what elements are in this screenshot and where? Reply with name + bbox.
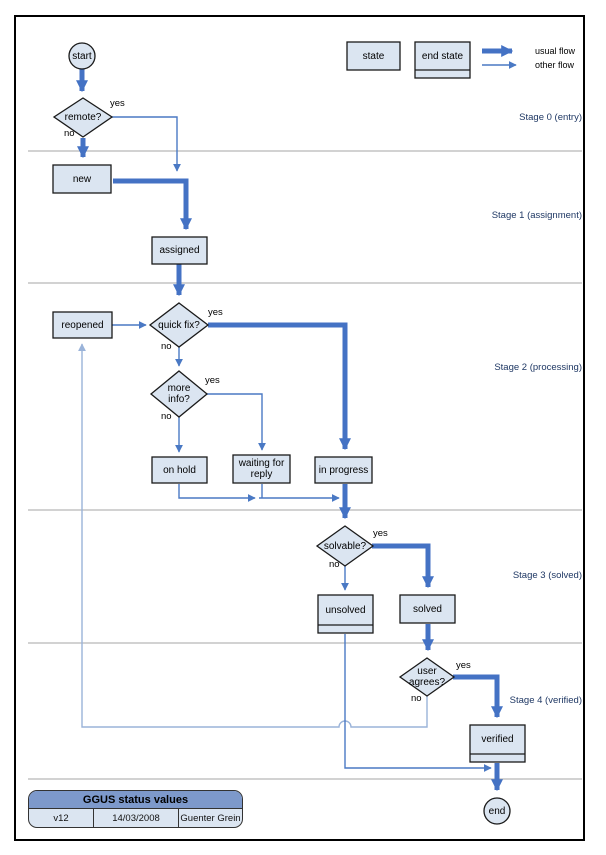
edge-solvable-yes-to-solved <box>372 543 434 589</box>
legend-other-flow-label: other flow <box>535 60 575 70</box>
node-quickfix-label: quick fix? <box>158 319 200 331</box>
node-assigned-shape <box>151 236 208 265</box>
node-quickfix-shape <box>148 302 210 348</box>
edge-label-remote-no: no <box>64 128 75 139</box>
edge-label-solvable-no: no <box>329 559 340 570</box>
edge-quickfix-yes-to-inprogress <box>208 322 351 451</box>
edge-useragrees-yes-to-verified <box>453 674 503 719</box>
edge-label-moreinfo-yes: yes <box>205 375 220 386</box>
node-remote-shape <box>52 97 114 138</box>
node-new-shape <box>52 164 112 194</box>
node-inprogress-label: in progress <box>318 464 369 476</box>
node-remote-label: remote? <box>64 111 102 123</box>
title-block-title: GGUS status values <box>29 791 242 809</box>
node-solved-shape <box>399 594 456 624</box>
edge-label-useragrees-no: no <box>411 693 422 704</box>
edge-label-quickfix-yes: yes <box>208 307 223 318</box>
stage-label-3: Stage 3 (solved) <box>512 570 582 581</box>
stage-label-1: Stage 1 (assignment) <box>491 210 582 221</box>
edge-onhold-feedback <box>178 484 256 502</box>
node-unsolved-shape <box>317 594 374 634</box>
node-useragrees-label: user agrees? <box>408 666 446 688</box>
node-start-label: start <box>72 50 92 62</box>
node-waiting-label: waiting for reply <box>238 458 285 480</box>
title-block: GGUS status values v12 14/03/2008 Guente… <box>28 790 243 828</box>
node-unsolved-label: unsolved <box>325 604 366 616</box>
edge-label-solvable-yes: yes <box>373 528 388 539</box>
stage-label-0: Stage 0 (entry) <box>519 112 582 123</box>
stage-label-2: Stage 2 (processing) <box>494 362 582 373</box>
legend-endstate-label: end state <box>421 50 464 62</box>
edge-label-useragrees-yes: yes <box>456 660 471 671</box>
node-reopened-shape <box>52 311 113 339</box>
node-assigned-label: assigned <box>159 245 200 256</box>
node-solvable-shape <box>315 525 375 567</box>
legend-usual-flow-label: usual flow <box>535 46 576 56</box>
edge-new-to-assigned <box>113 178 192 231</box>
title-block-date: 14/03/2008 <box>94 809 179 827</box>
node-waiting-shape <box>232 454 291 484</box>
node-inprogress-shape <box>314 456 373 484</box>
node-reopened-label: reopened <box>61 319 104 331</box>
node-new-label: new <box>72 173 92 185</box>
title-block-author: Guenter Grein <box>180 813 241 824</box>
edge-moreinfo-yes <box>206 393 266 451</box>
node-verified-shape <box>469 724 526 763</box>
node-onhold-shape <box>151 456 208 484</box>
node-solvable-label: solvable? <box>323 540 367 552</box>
legend-endstate-shape <box>414 41 471 79</box>
node-useragrees-shape <box>398 657 456 697</box>
stage-label-4: Stage 4 (verified) <box>509 695 582 706</box>
legend-state-shape <box>346 41 401 71</box>
title-block-row: v12 14/03/2008 Guenter Grein <box>29 809 242 827</box>
node-end-label: end <box>488 805 506 817</box>
edge-label-moreinfo-no: no <box>161 411 172 422</box>
node-solved-label: solved <box>413 603 442 615</box>
node-onhold-label: on hold <box>163 464 196 476</box>
node-verified-label: verified <box>481 734 514 745</box>
node-moreinfo-shape <box>149 370 209 418</box>
page-border <box>14 15 585 841</box>
edge-label-remote-yes: yes <box>110 98 125 109</box>
node-moreinfo-label: more info? <box>167 383 191 405</box>
edge-label-quickfix-no: no <box>161 341 172 352</box>
node-end-shape <box>483 797 511 825</box>
title-block-version: v12 <box>29 809 94 827</box>
edge-remote-yes <box>112 116 181 172</box>
legend-state-label: state <box>362 50 385 62</box>
edge-unsolved-to-end-line <box>344 634 492 772</box>
node-start-shape <box>68 42 96 70</box>
